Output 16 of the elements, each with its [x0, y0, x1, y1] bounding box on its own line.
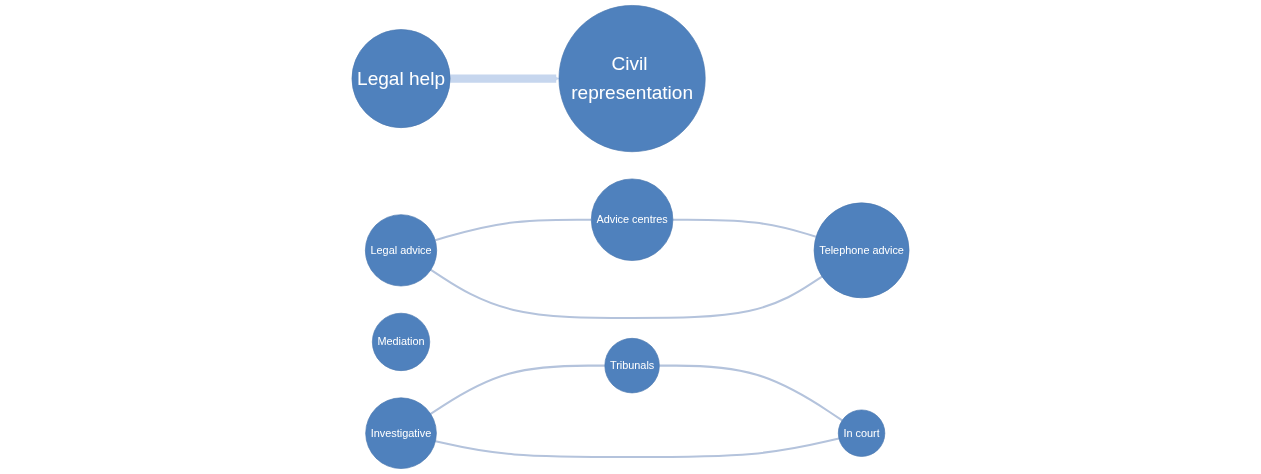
connector: [435, 437, 840, 459]
node-circle: Tribunals: [604, 338, 660, 394]
connector: [434, 218, 592, 242]
arrow: [450, 74, 560, 83]
node-circle: Mediation: [372, 312, 431, 371]
node-circle: In court: [837, 409, 886, 457]
connector: [430, 364, 605, 415]
connector: [430, 269, 823, 319]
node-circle: Legal advice: [365, 214, 438, 287]
connector: [672, 218, 817, 238]
connector: [659, 364, 843, 422]
node-circle: Legal help: [351, 29, 451, 128]
node-circle: Civil representation: [558, 5, 706, 153]
node-circle: Investigative: [365, 397, 437, 469]
node-circle: Telephone advice: [813, 202, 910, 299]
node-circle: Advice centres: [590, 178, 674, 261]
